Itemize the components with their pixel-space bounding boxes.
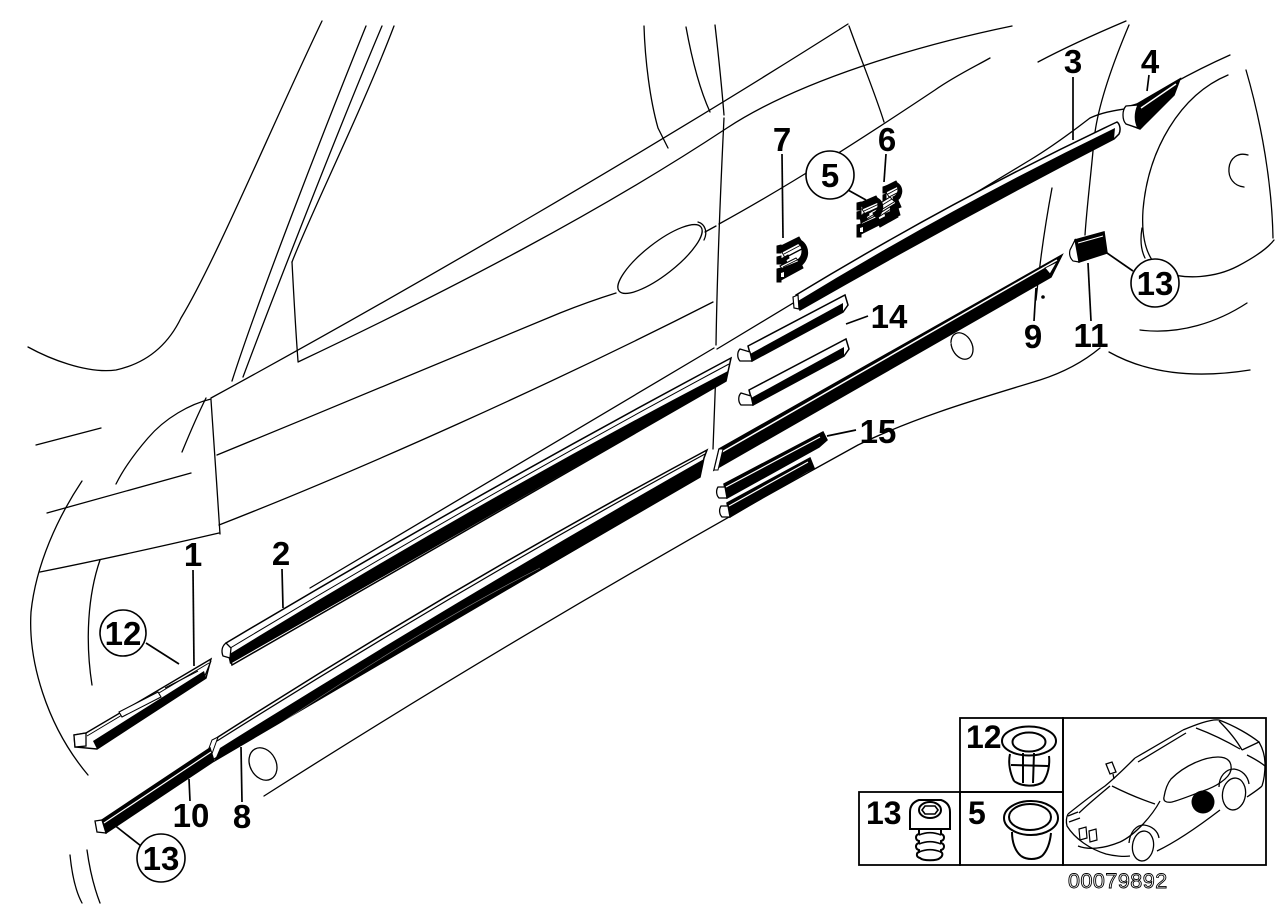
- svg-text:5: 5: [968, 795, 986, 831]
- svg-text:14: 14: [871, 298, 908, 335]
- svg-text:5: 5: [821, 157, 839, 194]
- svg-text:2: 2: [272, 535, 290, 572]
- svg-text:00079892: 00079892: [1068, 869, 1168, 893]
- svg-text:10: 10: [173, 797, 210, 834]
- svg-text:13: 13: [866, 795, 902, 831]
- svg-text:1: 1: [184, 536, 202, 573]
- svg-text:12: 12: [966, 719, 1002, 755]
- svg-text:7: 7: [773, 121, 791, 158]
- svg-text:11: 11: [1074, 317, 1109, 354]
- svg-text:8: 8: [233, 798, 251, 835]
- svg-text:15: 15: [860, 413, 897, 450]
- svg-text:6: 6: [878, 121, 896, 158]
- svg-text:12: 12: [105, 615, 142, 652]
- svg-text:13: 13: [143, 840, 180, 877]
- svg-text:4: 4: [1141, 43, 1160, 80]
- svg-text:3: 3: [1064, 43, 1082, 80]
- svg-text:13: 13: [1137, 265, 1174, 302]
- svg-text:9: 9: [1024, 318, 1042, 355]
